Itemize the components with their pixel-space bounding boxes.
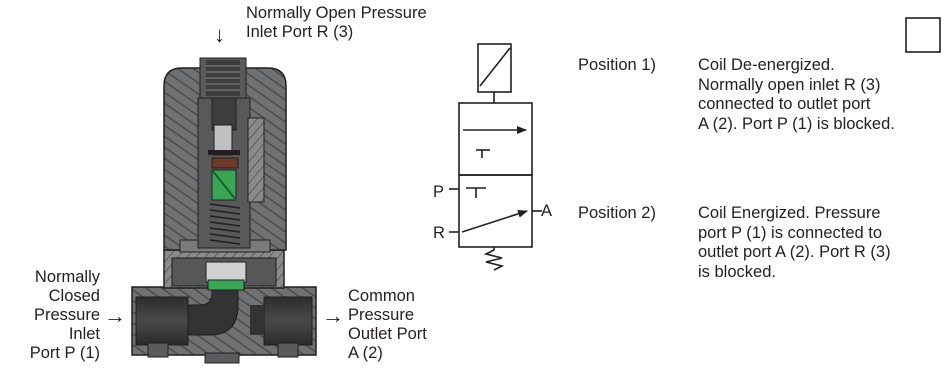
position-1-description: Coil De-energized. Normally open inlet R… <box>698 56 895 134</box>
no-inlet-arrow-icon: ↓ <box>214 22 225 47</box>
nc-inlet-label-line-4: Inlet <box>68 325 100 343</box>
outlet-label-line-3: Outlet Port <box>348 325 427 343</box>
no-inlet-label-line-2: Inlet Port R (3) <box>246 23 354 41</box>
inlet-fitting-r <box>199 57 247 99</box>
position-1-line-3: connected to outlet port <box>698 95 871 113</box>
outlet-label-line-1: Common <box>348 287 415 305</box>
position-1-line-4: A (2). Port P (1) is blocked. <box>698 114 895 133</box>
plunger-assembly <box>197 97 265 249</box>
position-2-line-2: port P (1) is connected to <box>698 223 883 242</box>
spring-return-icon <box>483 247 505 271</box>
nc-inlet-label-line-5: Port P (1) <box>29 344 100 362</box>
port-r-label: R <box>433 224 445 242</box>
port-p-label: P <box>433 183 445 201</box>
nc-inlet-label-line-2: Closed <box>48 287 100 305</box>
position-2-line-4: is blocked. <box>698 262 776 281</box>
position-box-1 <box>458 102 533 176</box>
nc-inlet-label-line-1: Normally <box>34 268 100 286</box>
valve-bonnet <box>163 249 285 291</box>
position-1-line-2: Normally open inlet R (3) <box>698 75 881 94</box>
position-box-2 <box>458 174 533 248</box>
position-1-title: Position 1) <box>578 56 656 74</box>
port-a-label: A <box>541 202 553 220</box>
nc-inlet-arrow-icon: → <box>104 303 126 328</box>
nc-inlet-label-line-3: Pressure <box>33 306 100 324</box>
valve-lower-body <box>131 282 317 364</box>
outlet-label-line-4: A (2) <box>348 344 383 362</box>
outlet-arrow-icon: → <box>322 303 344 328</box>
position-1-line-1: Coil De-energized. <box>698 56 835 74</box>
outlet-label-line-2: Pressure <box>348 306 415 324</box>
position-2-line-3: outlet port A (2). Port R (3) <box>698 243 891 261</box>
no-inlet-label-line-1: Normally Open Pressure <box>246 4 427 22</box>
position-2-line-1: Coil Energized. Pressure <box>698 204 881 222</box>
checkbox-icon <box>905 17 941 53</box>
position-2-description: Coil Energized. Pressure port P (1) is c… <box>698 204 891 282</box>
position-2-title: Position 2) <box>578 204 656 222</box>
